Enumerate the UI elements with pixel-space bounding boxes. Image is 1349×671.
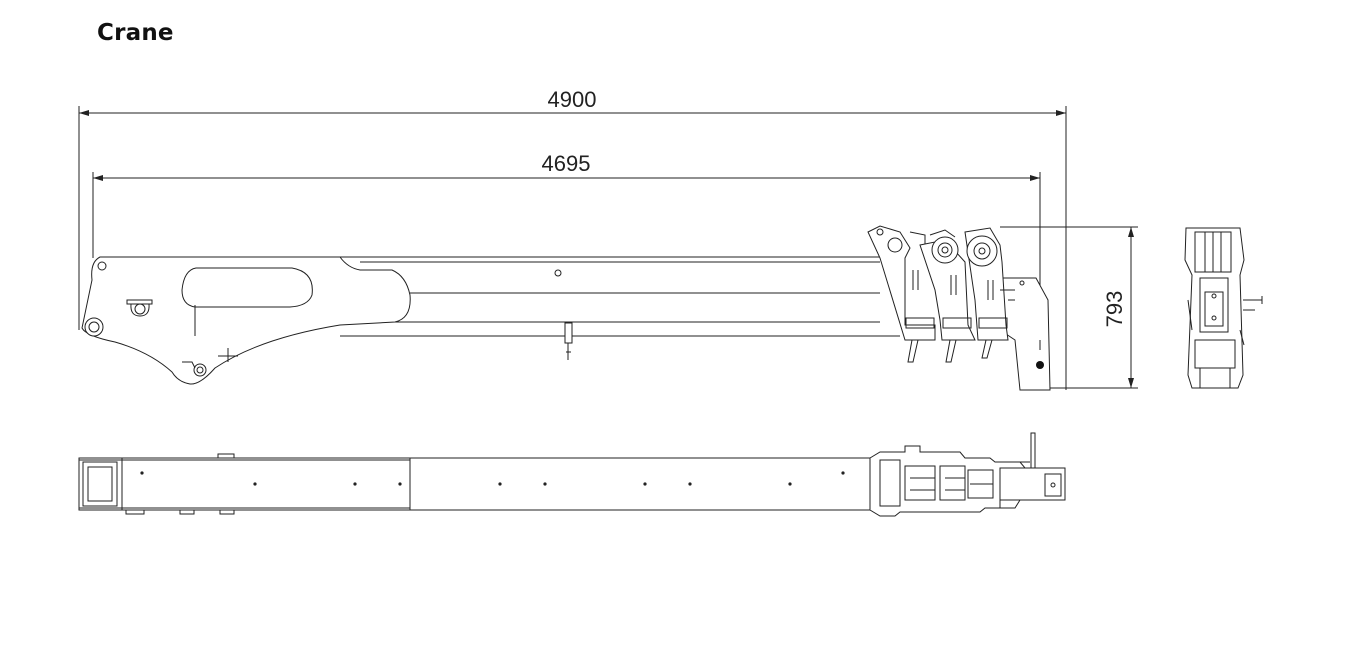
dimension-label-overall: 4900 (548, 87, 597, 112)
crane-top-view (78, 432, 1066, 517)
drawing-title: Crane (97, 20, 174, 46)
crane-end-view (1184, 227, 1263, 389)
dimension-height: 793 (1000, 226, 1138, 389)
dimension-label-height: 793 (1102, 291, 1127, 328)
dimension-overall-length: 4900 (78, 87, 1067, 390)
crane-column-side-view (867, 225, 1051, 391)
boom-side-view (81, 256, 900, 385)
dimension-label-boom: 4695 (542, 151, 591, 176)
